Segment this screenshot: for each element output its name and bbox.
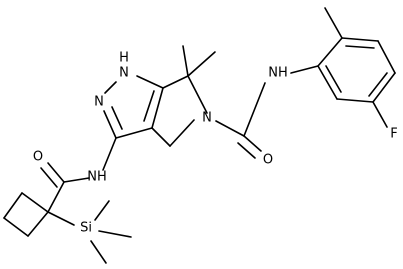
atom-label-o-amide: O	[33, 150, 43, 165]
bond-lines	[3, 7, 396, 264]
atom-label-nh-urea: NH	[268, 66, 288, 81]
bond-n2-c3	[103, 110, 117, 139]
bond-ring-2-double	[345, 45, 375, 49]
bond-n5-c-urea	[215, 120, 245, 137]
bond-c3-c3a	[115, 127, 153, 139]
bond-ring-methyl	[324, 7, 343, 39]
atom-label-n-pyrrolidine: N	[202, 111, 212, 126]
bond-cb-2	[3, 192, 23, 219]
bond-c3a-c6a-double	[143, 90, 155, 122]
bond-c7-methyl-a	[182, 45, 189, 77]
atom-labels: N H N N NH O F NH O Si	[33, 51, 398, 236]
bond-c-urea-o-double	[237, 142, 256, 159]
bond-c-amide-cq	[47, 181, 65, 213]
bond-c7-methyl-b	[187, 51, 216, 77]
atom-label-si: Si	[80, 221, 92, 236]
atom-label-o-urea: O	[263, 153, 273, 168]
bond-c3-nh	[102, 137, 117, 171]
bond-c3a-c6a	[151, 87, 164, 129]
bond-ring-6	[317, 65, 338, 100]
bond-cq-si	[47, 211, 75, 226]
atom-label-h-pyrazole: H	[119, 51, 129, 66]
bond-si-methyl-a	[94, 200, 110, 221]
bond-cb-1	[21, 192, 49, 213]
bond-c-amide-o	[47, 162, 65, 183]
bond-c-urea-nh	[243, 82, 266, 137]
bond-si-methyl-b	[98, 230, 132, 238]
bond-ring-3	[377, 40, 396, 74]
bond-c7-n5	[187, 75, 208, 114]
bond-ring-1	[317, 37, 343, 67]
bond-c4-c3a	[151, 127, 171, 147]
bond-ring-2	[341, 37, 379, 42]
bond-ring-f	[372, 101, 388, 128]
bond-c6a-n1	[136, 75, 164, 89]
bond-ring-4	[372, 72, 396, 103]
atom-label-f-aryl: F	[390, 127, 397, 142]
bond-cb-4	[27, 211, 49, 237]
bond-nh-aryl	[290, 65, 319, 74]
bond-nh-c-amide	[63, 177, 90, 183]
bond-n2-c3-double	[111, 106, 123, 130]
atom-label-nh-amide: NH	[87, 170, 107, 185]
atom-label-n-pyrazole-nh: N	[119, 66, 129, 81]
bond-n1-n2	[104, 81, 117, 94]
bond-cb-3	[3, 217, 29, 237]
bond-ring-5	[336, 98, 374, 103]
bond-n5-c4	[169, 119, 195, 147]
bond-si-methyl-c	[90, 240, 107, 264]
bond-ring-6-double	[325, 65, 342, 93]
bond-ring-4-double	[368, 72, 388, 97]
bond-c-urea-o	[243, 135, 262, 152]
atom-label-n-pyrazole: N	[94, 95, 104, 110]
bond-c6a-c7	[162, 75, 189, 89]
bond-c-amide-o-double	[40, 167, 58, 188]
